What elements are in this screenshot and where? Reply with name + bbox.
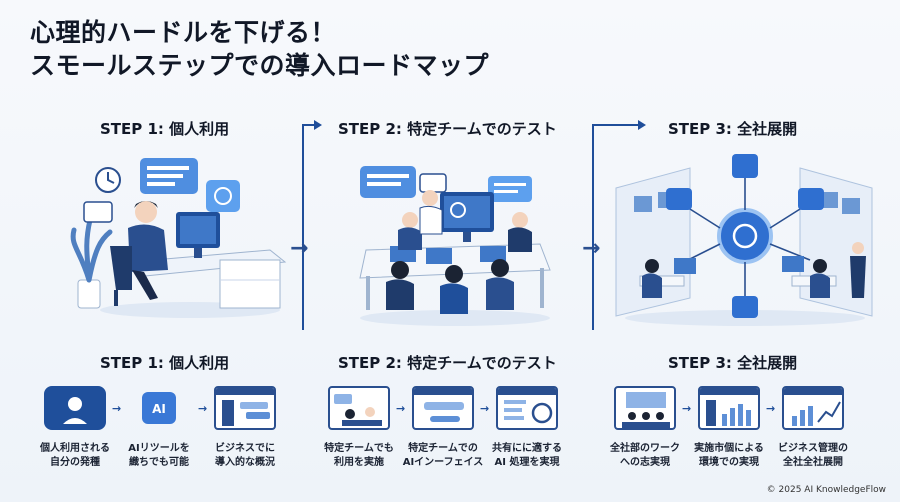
user-icon: [63, 397, 87, 424]
step-3-caption-1: 全社部のワークへの志実現: [610, 443, 680, 468]
step-3-mini-arrow-2: →: [766, 402, 776, 415]
analytics-icon: [792, 401, 841, 426]
divider-line-2: [592, 124, 594, 330]
step-2-card-3: [496, 386, 558, 430]
step-1-card-2: AI: [128, 386, 190, 430]
chat-window-icon: [222, 400, 270, 426]
step-1-heading: STEP 1: 個人利用: [100, 120, 230, 138]
step-3-caption-2: 実施市個による環境での実現: [694, 443, 764, 468]
step-1-caption-2: AIリツールを織ちでも可能: [128, 443, 190, 468]
dashboard-icon: [706, 400, 751, 426]
step-2-illustration: [359, 166, 551, 326]
connector-arrow-2: [638, 120, 646, 130]
step-1-card-3: [214, 386, 276, 430]
connector-line-2: [592, 124, 638, 126]
connector-line-1: [302, 124, 314, 126]
ai-process-icon: [504, 400, 553, 424]
step-1-mini-arrow-2: →: [198, 402, 208, 415]
title-line-1: 心理的ハードルを下げる！: [30, 18, 337, 47]
meeting-icon: [622, 392, 670, 428]
divider-line-1: [302, 124, 304, 330]
step-3-illustration: [615, 154, 873, 326]
connector-arrow-1: [314, 120, 322, 130]
step-2-card-1: [328, 386, 390, 430]
step-3-mini-arrow-1: →: [682, 402, 692, 415]
step-2-subheading: STEP 2: 特定チームでのテスト: [338, 354, 557, 372]
step-2-mini-arrow-2: →: [480, 402, 490, 415]
step-3-card-3: [782, 386, 844, 430]
step-1-mini-arrow-1: →: [112, 402, 122, 415]
step-arrow-1: →: [290, 236, 309, 261]
step-1-subheading: STEP 1: 個人利用: [100, 354, 230, 372]
page-title: 心理的ハードルを下げる！ スモールステップでの導入ロードマップ: [30, 16, 489, 82]
step-2-heading: STEP 2: 特定チームでのテスト: [338, 120, 557, 138]
step-2-mini-arrow-1: →: [396, 402, 406, 415]
copyright-text: © 2025 AI KnowledgeFlow: [766, 485, 886, 495]
step-1-caption-1: 個人利用される自分の発種: [40, 443, 110, 468]
step-2-card-2: [412, 386, 474, 430]
step-2-caption-1: 特定チームでも利用を実施: [324, 443, 394, 468]
step-1-illustration: [70, 158, 287, 318]
team-icon: [334, 394, 382, 426]
ai-chip-icon: AI: [142, 392, 176, 424]
step-3-card-2: [698, 386, 760, 430]
step-3-card-1: [614, 386, 676, 430]
step-arrow-2: →: [582, 236, 601, 261]
title-line-2: スモールステップでの導入ロードマップ: [30, 51, 490, 80]
step-1-caption-3: ビジネスでに導入的な概況: [215, 443, 275, 468]
step-3-subheading: STEP 3: 全社展開: [668, 354, 798, 372]
step-3-heading: STEP 3: 全社展開: [668, 120, 798, 138]
interface-icon: [424, 402, 464, 422]
ai-badge: AI: [152, 402, 166, 416]
step-3-caption-3: ビジネス管理の全社全社展開: [778, 443, 848, 468]
step-1-card-1: [44, 386, 106, 430]
